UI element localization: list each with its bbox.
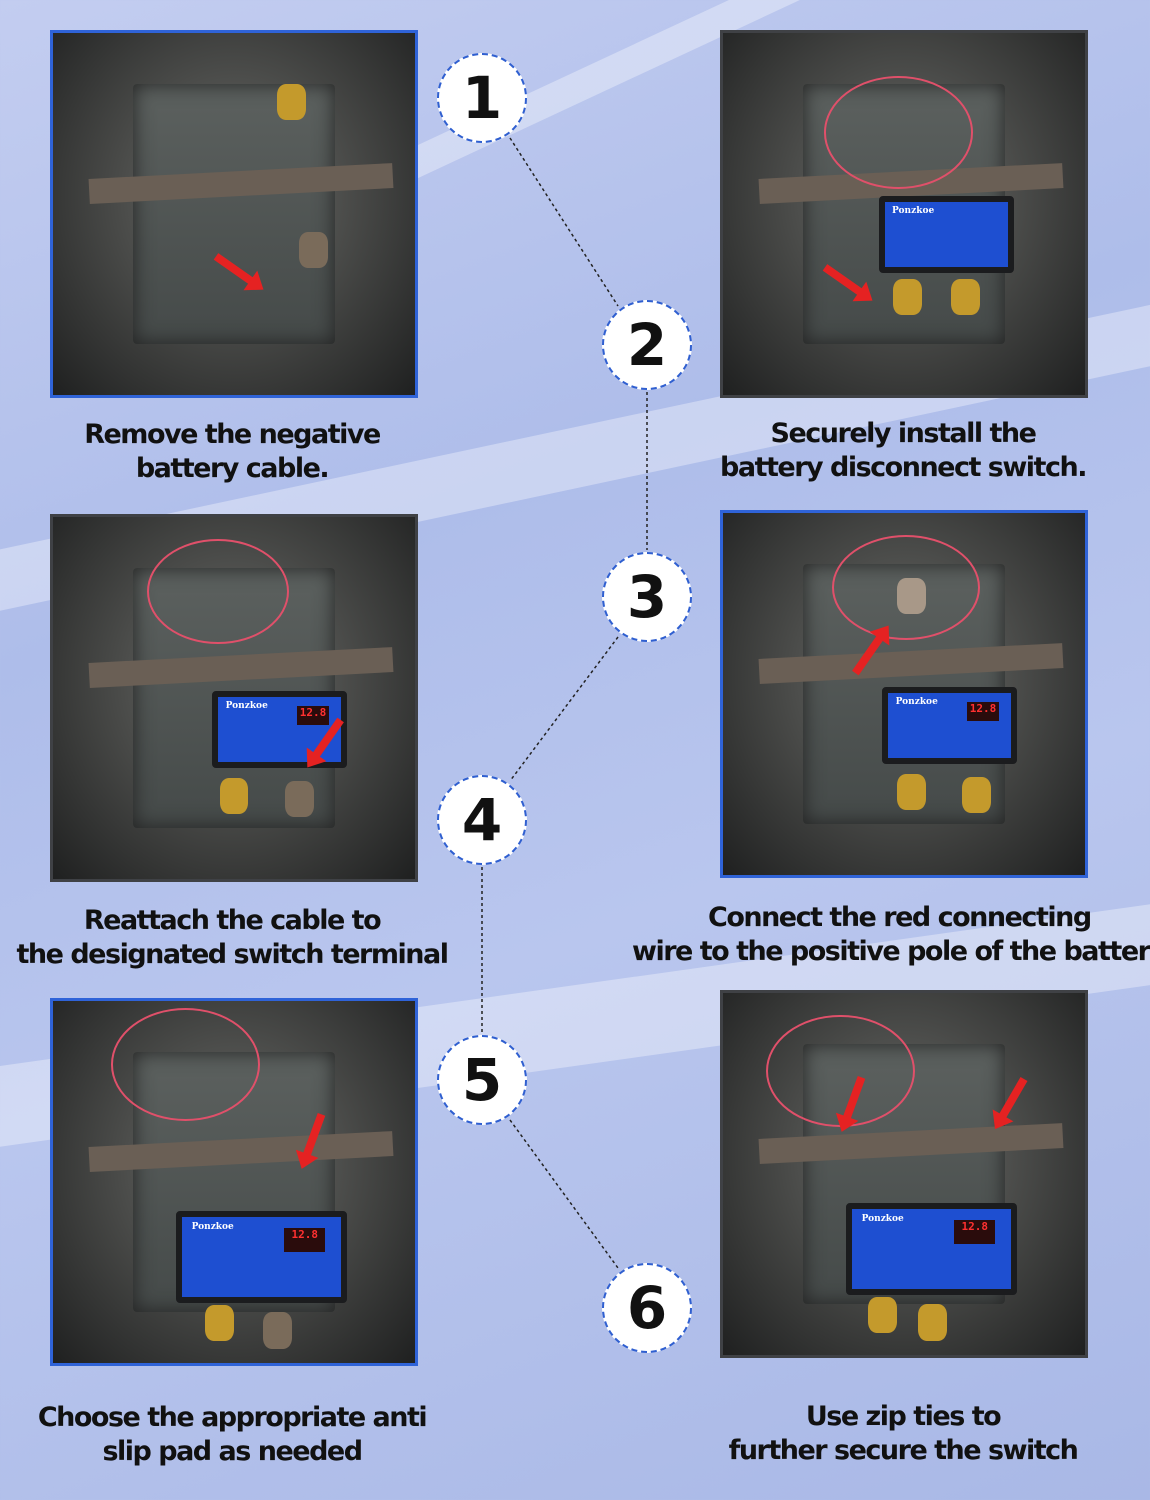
step-6-photo: Ponzkoe 12.8 [720,990,1088,1358]
caption-line: battery cable. [135,453,330,484]
caption-line: wire to the positive pole of the batter [632,936,1150,967]
disconnect-switch-device: Ponzkoe 12.8 [882,686,1018,764]
caption-line: Securely install the [770,418,1037,449]
caption-line: slip pad as needed [102,1436,363,1467]
voltage-display: 12.8 [284,1228,326,1252]
step-2-caption: Securely install the battery disconnect … [683,417,1123,485]
device-brand-label: Ponzkoe [191,1221,234,1232]
step-1-photo [50,30,418,398]
step-3-photo: Ponzkoe 12.8 [50,514,418,882]
step-number-5: 5 [437,1035,527,1125]
device-brand-label: Ponzkoe [895,696,938,707]
device-brand-label: Ponzkoe [225,700,268,711]
disconnect-switch-device: Ponzkoe 12.8 [212,690,348,768]
step-number-6: 6 [602,1263,692,1353]
step-2-photo: Ponzkoe [720,30,1088,398]
step-4-photo: Ponzkoe 12.8 [720,510,1088,878]
step-3-caption: Reattach the cable to the designated swi… [2,904,462,972]
caption-line: Choose the appropriate anti [37,1402,428,1433]
voltage-display: 12.8 [954,1220,996,1244]
step-4-caption: Connect the red connecting wire to the p… [632,901,1150,969]
step-5-caption: Choose the appropriate anti slip pad as … [12,1401,452,1469]
step-6-caption: Use zip ties to further secure the switc… [683,1400,1123,1468]
caption-line: the designated switch terminal [16,939,449,970]
disconnect-switch-device: Ponzkoe 12.8 [846,1202,1018,1295]
device-brand-label: Ponzkoe [861,1213,904,1224]
step-1-caption: Remove the negative battery cable. [32,418,432,486]
device-brand-label: Ponzkoe [892,205,935,216]
caption-line: Remove the negative [84,419,381,450]
caption-line: Reattach the cable to [83,905,382,936]
voltage-display: 12.8 [297,705,330,726]
step-number-2: 2 [602,300,692,390]
caption-line: Connect the red connecting [708,902,1092,933]
voltage-display: 12.8 [967,701,1000,722]
caption-line: battery disconnect switch. [720,452,1087,483]
disconnect-switch-device: Ponzkoe [878,195,1014,274]
disconnect-switch-device: Ponzkoe 12.8 [176,1210,348,1303]
caption-line: further secure the switch [728,1435,1079,1466]
step-5-photo: Ponzkoe 12.8 [50,998,418,1366]
step-number-1: 1 [437,53,527,143]
step-number-4: 4 [437,775,527,865]
caption-line: Use zip ties to [805,1401,1002,1432]
step-number-3: 3 [602,552,692,642]
